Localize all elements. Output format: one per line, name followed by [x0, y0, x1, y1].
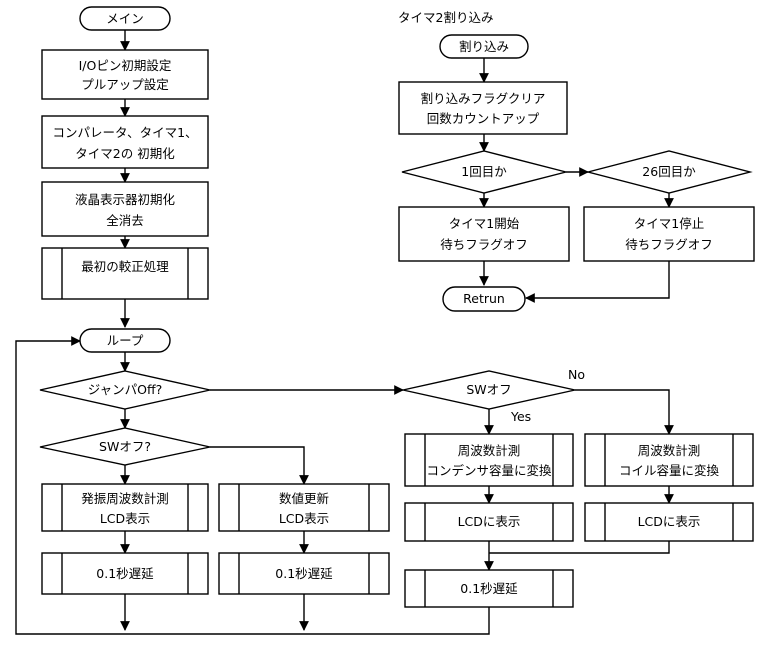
terminal-loop: ループ	[79, 328, 171, 353]
svg-text:SWオフ: SWオフ	[466, 382, 511, 397]
svg-text:0.1秒遅延: 0.1秒遅延	[460, 581, 518, 596]
svg-text:周波数計測: 周波数計測	[458, 443, 521, 458]
subroutine-first-calibration: 最初の較正処理	[41, 247, 209, 300]
svg-text:待ちフラグオフ: 待ちフラグオフ	[440, 237, 528, 252]
interrupt-connectors	[479, 58, 674, 303]
subroutine-delay-left: 0.1秒遅延	[41, 552, 209, 595]
process-interrupt-clear: 割り込みフラグクリア 回数カウントアップ	[398, 81, 568, 135]
svg-text:タイマ1停止: タイマ1停止	[634, 216, 704, 231]
svg-text:待ちフラグオフ: 待ちフラグオフ	[625, 237, 713, 252]
svg-text:発振周波数計測: 発振周波数計測	[81, 491, 169, 506]
subroutine-lcd-show-right: LCDに表示	[584, 502, 754, 542]
svg-text:メイン: メイン	[106, 11, 144, 26]
process-io-init: I/Oピン初期設定 プルアップ設定	[41, 49, 209, 100]
subroutine-capacitance: 周波数計測 コンデンサ容量に変換	[404, 433, 574, 487]
process-comparator-init: コンパレータ、タイマ1、 タイマ2の 初期化	[41, 115, 209, 169]
svg-text:最初の較正処理: 最初の較正処理	[81, 259, 169, 274]
svg-text:SWオフ?: SWオフ?	[99, 439, 151, 454]
svg-text:1回目か: 1回目か	[461, 164, 507, 179]
decision-26th-time: 26回目か	[585, 150, 753, 194]
svg-text:I/Oピン初期設定: I/Oピン初期設定	[79, 58, 172, 73]
svg-text:周波数計測: 周波数計測	[638, 443, 701, 458]
subroutine-delay-right: 0.1秒遅延	[404, 569, 574, 608]
decision-sw-off-1: SWオフ?	[39, 427, 211, 466]
process-timer-stop: タイマ1停止 待ちフラグオフ	[583, 206, 755, 262]
svg-text:LCDに表示: LCDに表示	[638, 514, 701, 529]
subroutine-lcd-show-left: LCDに表示	[404, 502, 574, 542]
svg-text:割り込み: 割り込み	[459, 39, 509, 54]
svg-text:回数カウントアップ: 回数カウントアップ	[427, 111, 540, 126]
svg-text:LCD表示: LCD表示	[100, 511, 150, 526]
terminal-interrupt: 割り込み	[439, 34, 529, 59]
svg-text:数値更新: 数値更新	[279, 491, 329, 506]
svg-text:Retrun: Retrun	[463, 291, 505, 306]
svg-text:コイル容量に変換: コイル容量に変換	[619, 463, 720, 478]
svg-text:液晶表示器初期化: 液晶表示器初期化	[75, 192, 176, 207]
label-no: No	[568, 367, 585, 382]
svg-text:プルアップ設定: プルアップ設定	[81, 77, 169, 92]
subroutine-inductance: 周波数計測 コイル容量に変換	[584, 433, 754, 487]
process-timer-start: タイマ1開始 待ちフラグオフ	[398, 206, 570, 262]
interrupt-title: タイマ2割り込み	[398, 10, 493, 25]
svg-text:割り込みフラグクリア: 割り込みフラグクリア	[421, 91, 546, 106]
decision-first-time: 1回目か	[401, 150, 567, 194]
svg-text:LCD表示: LCD表示	[279, 511, 329, 526]
terminal-main: メイン	[79, 6, 171, 31]
decision-jumper-off: ジャンパOff?	[39, 370, 211, 410]
svg-text:ループ: ループ	[107, 333, 144, 348]
svg-text:LCDに表示: LCDに表示	[458, 514, 521, 529]
subroutine-osc-measure: 発振周波数計測 LCD表示	[41, 483, 209, 532]
subroutine-value-update: 数値更新 LCD表示	[218, 483, 390, 532]
svg-text:ジャンパOff?: ジャンパOff?	[88, 382, 162, 397]
svg-text:26回目か: 26回目か	[642, 164, 696, 179]
svg-text:タイマ1開始: タイマ1開始	[449, 216, 520, 231]
svg-text:全消去: 全消去	[106, 213, 144, 228]
svg-text:コンデンサ容量に変換: コンデンサ容量に変換	[426, 463, 552, 478]
label-yes: Yes	[510, 409, 531, 424]
terminal-return: Retrun	[442, 286, 526, 312]
svg-text:コンパレータ、タイマ1、: コンパレータ、タイマ1、	[52, 125, 197, 140]
subroutine-delay-mid: 0.1秒遅延	[218, 552, 390, 595]
svg-text:タイマ2の 初期化: タイマ2の 初期化	[75, 146, 175, 161]
process-lcd-init: 液晶表示器初期化 全消去	[41, 181, 209, 237]
main-connectors	[15, 30, 674, 635]
decision-sw-off-2: SWオフ	[402, 370, 576, 410]
svg-text:0.1秒遅延: 0.1秒遅延	[96, 566, 154, 581]
svg-text:0.1秒遅延: 0.1秒遅延	[275, 566, 333, 581]
